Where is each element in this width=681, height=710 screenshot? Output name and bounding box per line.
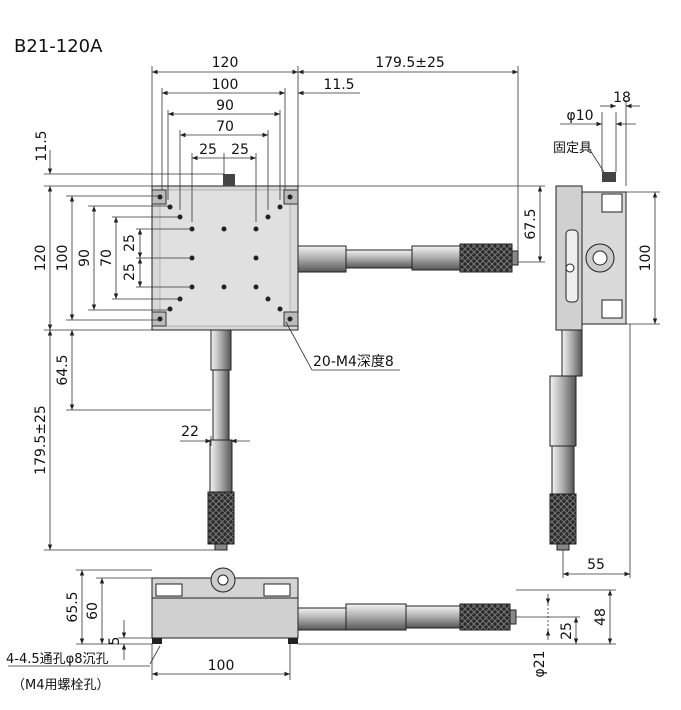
- micrometer-ratchet: [214, 543, 228, 551]
- micrometer-thimble: [411, 245, 461, 271]
- micrometer-thimble: [209, 439, 233, 493]
- front-clamp-left: [155, 583, 183, 597]
- front-body: [151, 597, 299, 639]
- dim-phi-21: φ21: [532, 650, 548, 677]
- side-block-top: [601, 193, 623, 213]
- top-view: 120 179.5±25 100 11.5 90 70 25 25 11.5 1: [33, 55, 545, 551]
- side-micrometer-knurl: [549, 493, 577, 545]
- front-view: 65.5 60 5 100 48 25 φ21 4-4.5通孔φ8沉孔 （M4用…: [6, 567, 616, 693]
- dim-pitch-70: 70: [216, 119, 234, 135]
- drawing-title: B21-120A: [14, 36, 103, 57]
- holes-note: 20-M4深度8: [313, 354, 394, 370]
- micrometer-barrel: [212, 369, 230, 441]
- side-micrometer-ratchet: [556, 543, 570, 551]
- front-foot: [288, 638, 298, 644]
- dim-width-18: 18: [613, 90, 631, 106]
- front-foot: [152, 638, 162, 644]
- front-micrometer-sleeve: [297, 607, 347, 631]
- dim-lower-travel: 179.5±25: [33, 405, 49, 475]
- dim-pitch-90: 90: [216, 98, 234, 114]
- dim-height-25a: 25: [122, 234, 138, 252]
- dim-height-90: 90: [77, 249, 93, 267]
- side-clamp-center: [592, 250, 608, 266]
- dim-base-100: 100: [208, 658, 235, 674]
- side-screw: [565, 263, 575, 273]
- dim-pitch-25b: 25: [231, 142, 249, 158]
- dim-height-65-5: 65.5: [65, 591, 81, 622]
- dim-height-70: 70: [99, 249, 115, 267]
- micrometer-knurl: [459, 243, 513, 273]
- front-clamp-center: [217, 574, 229, 586]
- mount-note-line1: 4-4.5通孔φ8沉孔: [6, 652, 108, 667]
- fixture-label: 固定具: [553, 141, 592, 156]
- micrometer-sleeve: [297, 245, 347, 273]
- dim-pitch-100: 100: [212, 77, 239, 93]
- dim-height-100: 100: [55, 245, 71, 272]
- dim-phi-10: φ10: [566, 108, 593, 124]
- side-view: φ10 18 固定具 100 55: [549, 90, 660, 578]
- mount-note-line2: （M4用螺栓孔）: [12, 678, 110, 693]
- dim-shaft-22: 22: [181, 424, 199, 440]
- dim-height-5: 5: [107, 637, 123, 646]
- dim-side-100: 100: [638, 245, 654, 272]
- dim-height-25: 25: [559, 622, 575, 640]
- clamp-block: [223, 174, 235, 186]
- micrometer-sleeve: [210, 329, 232, 371]
- dim-pitch-25a: 25: [199, 142, 217, 158]
- extension-lines: [44, 173, 224, 551]
- front-clamp-right: [263, 583, 291, 597]
- side-micrometer-sleeve: [561, 329, 583, 377]
- front-micrometer-knurl: [459, 603, 511, 631]
- dim-left-11-5: 11.5: [34, 130, 50, 161]
- front-micrometer-barrel: [345, 603, 407, 631]
- front-micrometer-thimble: [405, 605, 461, 629]
- dim-height-48: 48: [593, 608, 609, 626]
- dim-travel: 179.5±25: [375, 55, 445, 71]
- dim-micrometer-67-5: 67.5: [523, 208, 539, 239]
- extension-lines: [151, 66, 519, 262]
- micrometer-barrel: [345, 249, 413, 269]
- dim-width-55: 55: [587, 557, 605, 573]
- tapped-holes: [157, 194, 293, 322]
- dim-height-60: 60: [85, 602, 101, 620]
- dim-height-120: 120: [33, 245, 49, 272]
- dim-width-120: 120: [212, 55, 239, 71]
- fixture-block: [602, 172, 616, 182]
- dim-height-25b: 25: [122, 263, 138, 281]
- side-micrometer-thimble: [551, 445, 575, 495]
- front-micrometer-ratchet: [509, 609, 517, 625]
- micrometer-knurl: [207, 491, 235, 545]
- dim-lower-64-5: 64.5: [55, 354, 71, 385]
- side-micrometer-barrel: [549, 375, 577, 447]
- dim-offset-11-5: 11.5: [323, 77, 354, 93]
- micrometer-ratchet: [511, 250, 519, 266]
- side-block-bottom: [601, 299, 623, 319]
